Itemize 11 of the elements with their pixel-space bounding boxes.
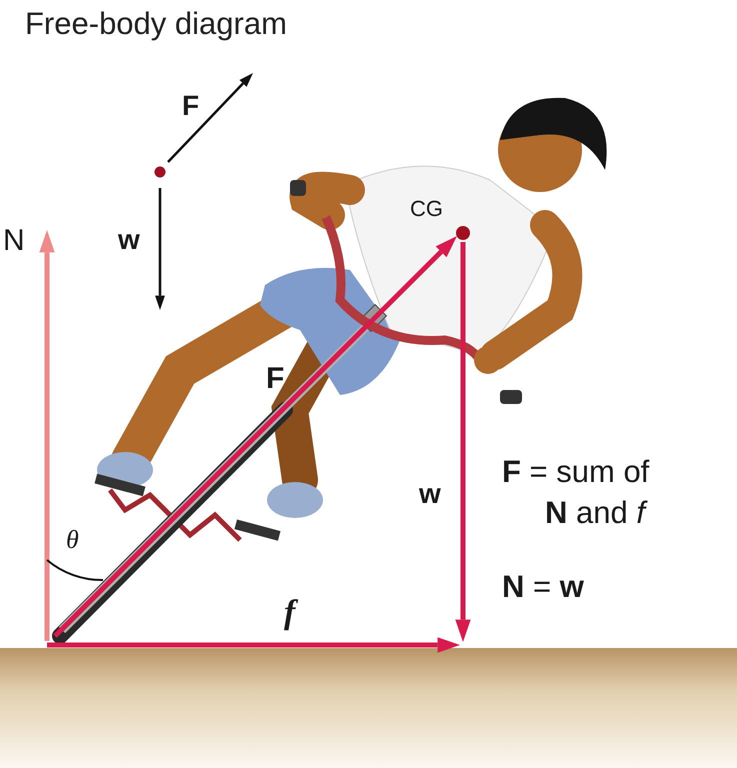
force-label: F [266,364,284,394]
equation-text: N = w [502,571,584,602]
force-label: F [182,92,200,120]
equation-text: F = sum of [502,456,650,487]
force-label: N [3,226,25,256]
force-label: w [118,226,140,254]
force-label: w [419,480,441,508]
diagram-title: Free-body diagram [25,6,287,42]
angle-label: θ [66,527,79,553]
point-label: CG [410,198,443,220]
equation-text: N and f [545,497,645,528]
